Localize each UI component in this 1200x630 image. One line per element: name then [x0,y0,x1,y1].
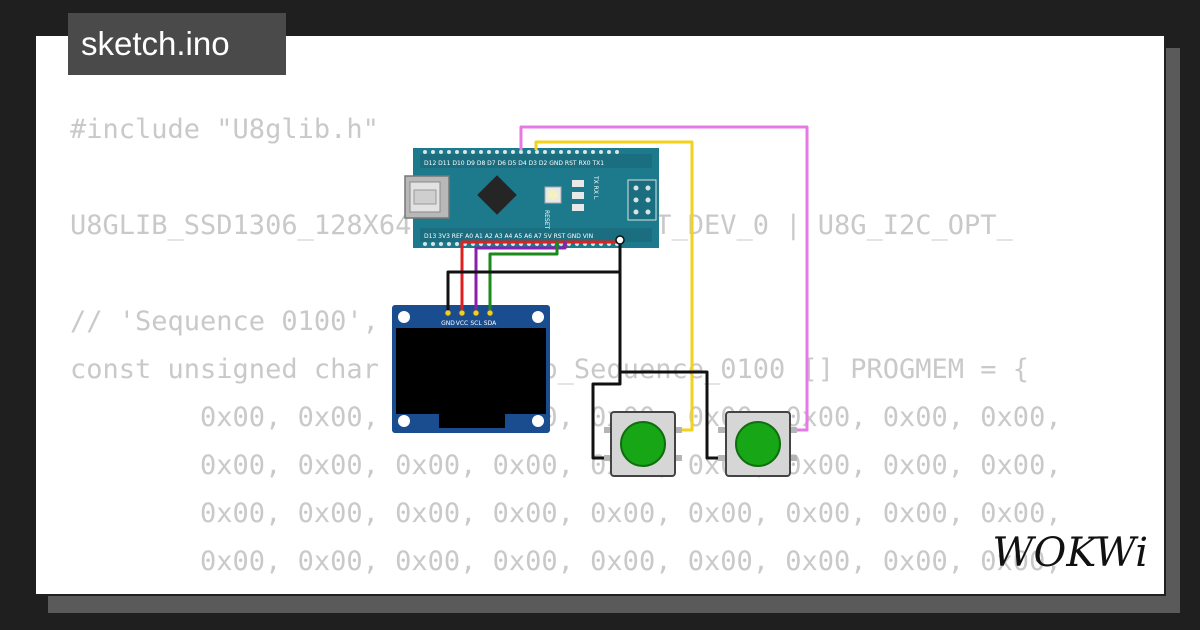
push-button-1[interactable] [604,411,682,477]
wire-pink[interactable] [519,125,809,432]
microcontroller-chip [477,175,517,215]
oled-display-module[interactable]: GND VCC SCL SDA [392,305,550,433]
nano-gnd-pin-marker [615,235,625,245]
code-line: 0x00, 0x00, 0x00, 0x00, 0x00, 0x00, 0x00… [70,498,1062,529]
status-leds [572,180,584,211]
reset-label: RESET [543,210,550,230]
led-labels: TX RX L [592,175,599,200]
oled-pin-gnd-label: GND [441,320,455,327]
wire-black-gnd-button1[interactable] [591,272,622,460]
code-line: 0x00, 0x00, 0x00, 0x00, 0x00, 0x00, 0x00… [70,546,1062,577]
sketch-filename-tab[interactable]: sketch.ino [68,13,286,75]
wire-yellow[interactable] [534,140,694,432]
push-button-2[interactable] [718,411,797,477]
wire-black-gnd-button2[interactable] [620,370,726,460]
oled-pin-sda-label: SDA [484,320,497,327]
wire-red[interactable] [460,240,620,310]
wokwi-logo: WOKWi [992,530,1148,576]
reset-button[interactable] [544,186,562,204]
nano-bottom-pin-labels: D13 3V3 REF A0 A1 A2 A3 A4 A5 A6 A7 5V R… [424,233,593,240]
arduino-nano-board[interactable]: D12 D11 D10 D9 D8 D7 D6 D5 D4 D3 D2 GND … [404,148,659,248]
oled-ribbon [439,414,505,428]
icsp-header [627,179,657,221]
code-block: #include "U8glib.h"U8GLIB_SSD1306_128X64… [70,106,1062,594]
code-line: #include "U8glib.h" [70,114,379,145]
wire-green[interactable] [488,242,559,310]
wire-black-gnd-oled[interactable] [446,242,622,310]
oled-screen [396,328,546,414]
wire-purple[interactable] [474,242,567,310]
oled-pin-vcc-label: VCC [456,320,468,327]
nano-top-pin-row [423,150,619,154]
nano-top-pin-labels: D12 D11 D10 D9 D8 D7 D6 D5 D4 D3 D2 GND … [424,160,604,167]
oled-pin-scl-label: SCL [470,320,482,327]
usb-connector-icon [404,175,450,219]
